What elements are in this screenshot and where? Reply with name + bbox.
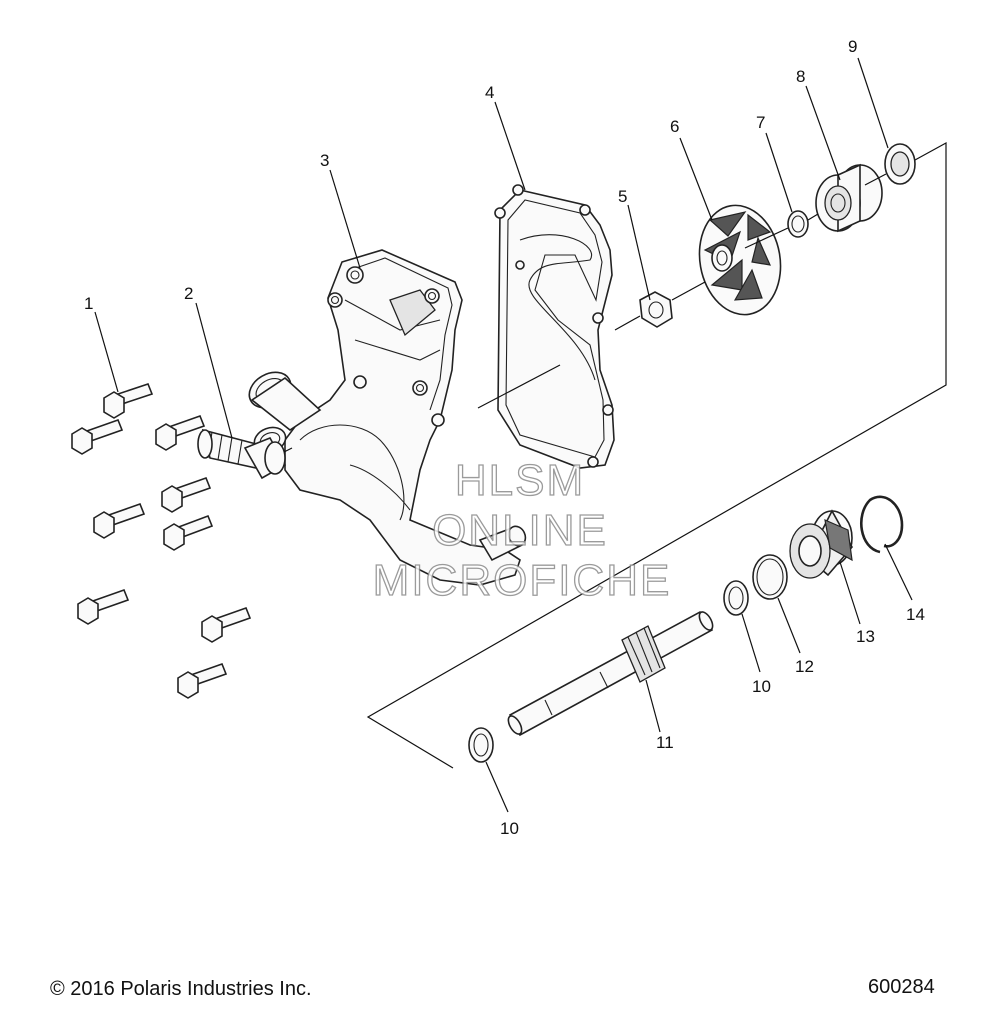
bolt xyxy=(201,606,252,643)
bolt-set xyxy=(71,383,252,699)
oil-seal xyxy=(884,143,916,185)
callout-1: 1 xyxy=(84,294,93,313)
callout-10-lower: 10 xyxy=(500,819,519,838)
callout-7: 7 xyxy=(756,113,765,132)
bolt xyxy=(161,476,212,513)
impeller xyxy=(698,204,782,316)
housing-gasket xyxy=(494,184,615,469)
callout-6: 6 xyxy=(670,117,679,136)
watermark-line-3: MICROFICHE xyxy=(373,556,672,605)
snap-ring xyxy=(860,495,904,554)
bolt xyxy=(77,588,130,625)
callout-10-upper: 10 xyxy=(752,677,771,696)
bolt xyxy=(163,514,214,551)
bolt xyxy=(93,502,146,539)
callout-4: 4 xyxy=(485,83,494,102)
watermark-line-1: HLSM xyxy=(455,456,585,505)
watermark: HLSM ONLINE MICROFICHE xyxy=(372,455,672,605)
impeller-nut xyxy=(639,291,673,328)
washer-7 xyxy=(787,210,809,238)
callout-labels: 1 2 3 4 5 6 7 8 9 10 11 12 10 13 14 xyxy=(84,37,925,838)
watermark-line-2: ONLINE xyxy=(432,506,608,555)
hose-fitting xyxy=(197,428,287,480)
bolt xyxy=(177,662,228,699)
bolt xyxy=(155,414,206,451)
callout-5: 5 xyxy=(618,187,627,206)
bearing xyxy=(789,509,853,579)
pump-housing xyxy=(248,249,527,586)
callout-12: 12 xyxy=(795,657,814,676)
callout-13: 13 xyxy=(856,627,875,646)
washer-10-upper xyxy=(723,580,749,616)
callout-3: 3 xyxy=(320,151,329,170)
callout-8: 8 xyxy=(796,67,805,86)
callout-14: 14 xyxy=(906,605,925,624)
copyright-notice: © 2016 Polaris Industries Inc. xyxy=(50,978,312,1000)
assembly-bracket-line xyxy=(366,141,947,769)
o-ring xyxy=(752,554,788,600)
pump-shaft xyxy=(507,610,714,737)
callout-9: 9 xyxy=(848,37,857,56)
mechanical-seal xyxy=(815,163,883,233)
leader-lines xyxy=(94,57,913,813)
bolt xyxy=(103,383,154,419)
callout-2: 2 xyxy=(184,284,193,303)
drawing-number: 600284 xyxy=(868,976,935,998)
callout-11: 11 xyxy=(656,733,674,752)
washer-10-lower xyxy=(468,727,494,763)
bolt xyxy=(71,418,124,455)
